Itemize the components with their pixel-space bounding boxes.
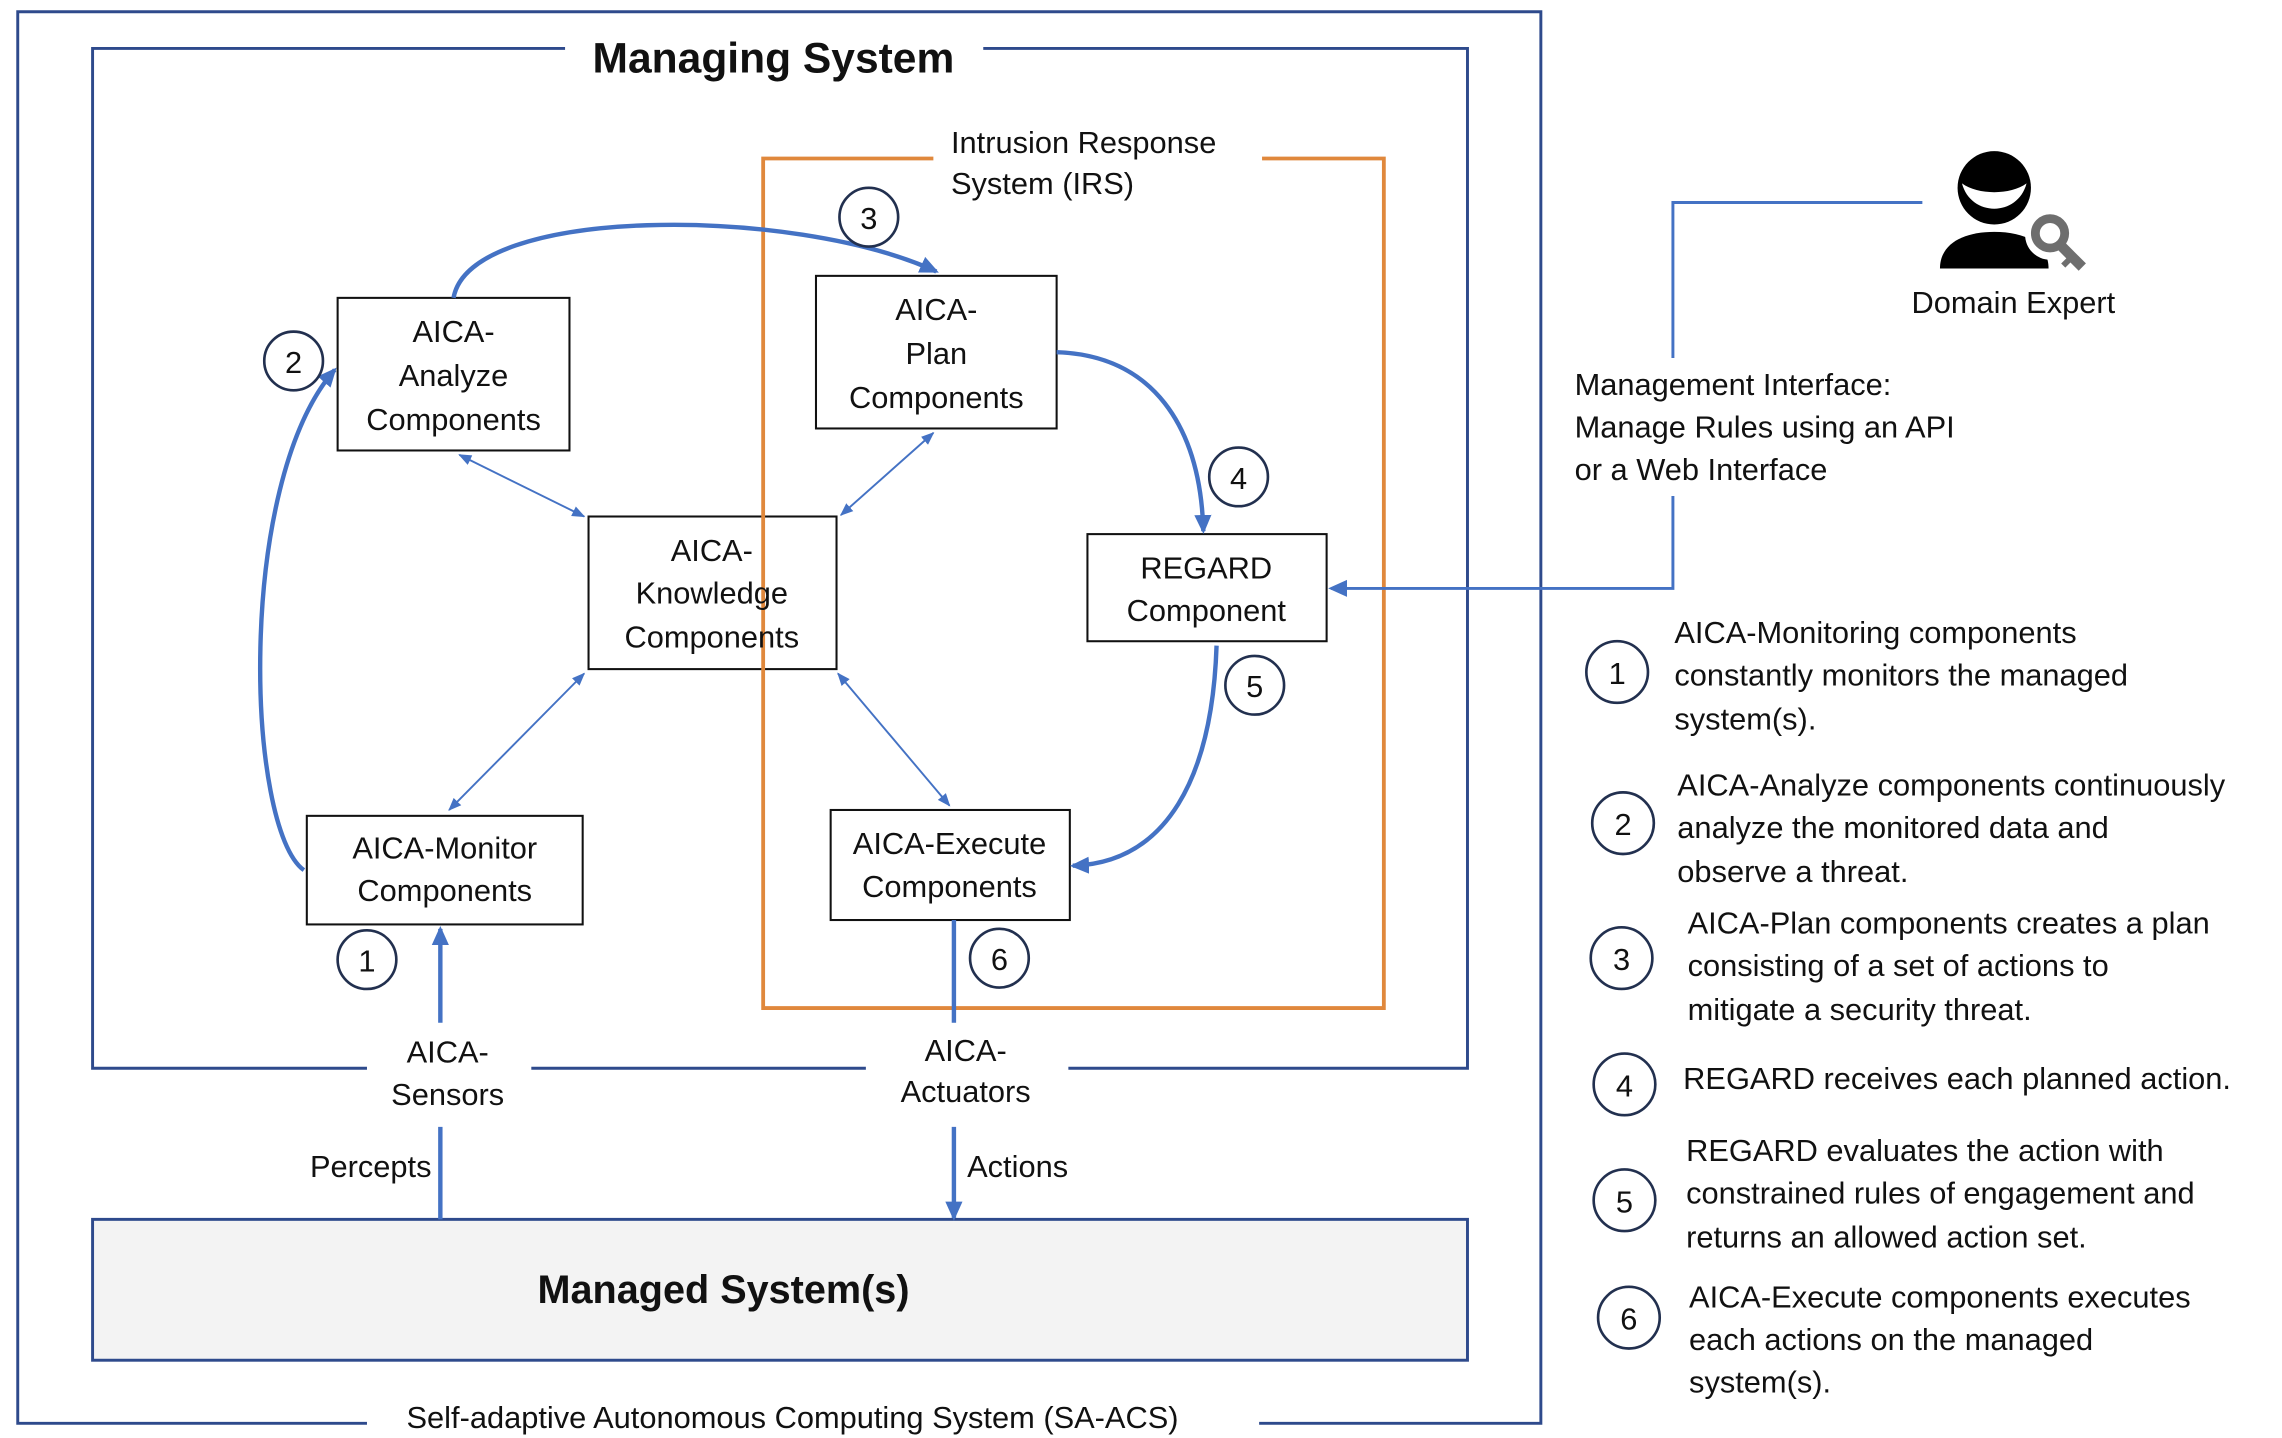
legend-number: 2	[1614, 807, 1631, 842]
actions-label: Actions	[967, 1149, 1068, 1184]
plan-component-label: Plan	[905, 336, 967, 371]
management-interface-label: Management Interface:	[1575, 367, 1892, 402]
legend-number: 6	[1620, 1302, 1637, 1337]
monitor-component-box	[305, 814, 584, 926]
monitor-component-label: AICA-Monitor	[352, 831, 537, 866]
legend-text-line: observe a threat.	[1677, 854, 1908, 889]
step-marker-number: 2	[285, 345, 302, 380]
legend-text-line: AICA-Monitoring components	[1674, 615, 2076, 650]
analyze-component-label: Analyze	[399, 358, 509, 393]
irs-label-line: Intrusion Response	[951, 125, 1216, 160]
knowledge-component-label: Knowledge	[636, 575, 788, 610]
monitor-component-label: Components	[357, 873, 532, 908]
legend-number: 4	[1616, 1068, 1633, 1103]
step-marker-4: 4	[1207, 446, 1270, 508]
legend-number: 1	[1609, 656, 1626, 691]
legend-text-line: REGARD evaluates the action with	[1686, 1133, 2164, 1168]
management-interface-label: or a Web Interface	[1575, 452, 1828, 487]
legend-text-line: system(s).	[1689, 1365, 1831, 1400]
managing-system-title: Managing System	[593, 35, 955, 83]
legend-text-line: mitigate a security threat.	[1688, 992, 2032, 1027]
execute-component-label: Components	[862, 869, 1037, 904]
legend-item-3: 3 AICA-Plan components creates a plan co…	[1589, 905, 2210, 1027]
knowledge-component-box	[587, 515, 838, 671]
legend-text-line: consisting of a set of actions to	[1688, 948, 2109, 983]
plan-to-regard-arrow	[1056, 349, 1212, 535]
managed-system-title: Managed System(s)	[538, 1268, 910, 1312]
legend-item-6: 6 AICA-Execute components executes each …	[1596, 1280, 2191, 1400]
regard-component-label: REGARD	[1140, 550, 1272, 585]
plan-component-label: AICA-	[895, 292, 977, 327]
step-marker-number: 4	[1230, 461, 1247, 496]
execute-component-label: AICA-Execute	[853, 826, 1046, 861]
managing-system-boundary	[91, 46, 1469, 1070]
actuators-label: Actuators	[901, 1074, 1031, 1109]
legend-item-1: 1 AICA-Monitoring components constantly …	[1585, 615, 2128, 737]
managed-system-box	[91, 1217, 1469, 1362]
legend-text-line: AICA-Plan components creates a plan	[1688, 905, 2210, 940]
step-marker-number: 3	[860, 201, 877, 236]
execute-component-box	[829, 808, 1071, 922]
step-marker-number: 1	[358, 944, 375, 979]
irs-boundary	[761, 156, 1386, 1010]
legend-number: 5	[1616, 1184, 1633, 1219]
analyze-knowledge-link	[458, 454, 586, 518]
step-marker-number: 5	[1246, 669, 1263, 704]
legend-text-line: AICA-Analyze components continuously	[1677, 768, 2225, 803]
legend-text-line: REGARD receives each planned action.	[1683, 1061, 2231, 1096]
legend-item-5: 5 REGARD evaluates the action with const…	[1592, 1133, 2195, 1254]
management-interface-line	[1671, 201, 1923, 359]
regard-component-label: Component	[1127, 593, 1287, 628]
percepts-label: Percepts	[310, 1149, 432, 1184]
step-marker-2: 2	[262, 330, 325, 392]
step-marker-5: 5	[1224, 654, 1286, 716]
monitor-knowledge-link	[448, 672, 586, 811]
analyze-component-label: AICA-	[412, 314, 494, 349]
step-marker-6: 6	[968, 927, 1031, 989]
sensors-label: Sensors	[391, 1077, 504, 1112]
knowledge-component-label: Components	[624, 619, 799, 654]
regard-component-box	[1086, 533, 1328, 643]
execute-knowledge-link	[837, 672, 951, 807]
analyze-to-plan-arrow	[451, 222, 939, 299]
user-with-key-icon	[1939, 151, 2086, 271]
legend-text-line: system(s).	[1674, 702, 1816, 737]
plan-knowledge-link	[839, 431, 935, 516]
legend-item-2: 2 AICA-Analyze components continuously a…	[1590, 768, 2226, 889]
monitor-to-analyze-arrow	[258, 367, 337, 872]
sa-acs-label: Self-adaptive Autonomous Computing Syste…	[407, 1400, 1179, 1435]
step-marker-1: 1	[336, 928, 398, 991]
knowledge-component-label: AICA-	[671, 533, 753, 568]
legend-text-line: returns an allowed action set.	[1686, 1219, 2087, 1254]
legend-number: 3	[1613, 942, 1630, 977]
management-interface-arrow	[1328, 495, 1675, 597]
legend-text-line: constantly monitors the managed	[1674, 657, 2128, 692]
analyze-component-label: Components	[366, 402, 541, 437]
legend-text-line: constrained rules of engagement and	[1686, 1175, 2194, 1210]
domain-expert-label: Domain Expert	[1911, 285, 2115, 320]
actuators-label: AICA-	[925, 1033, 1007, 1068]
step-marker-number: 6	[991, 942, 1008, 977]
regard-to-execute-arrow	[1069, 645, 1219, 874]
plan-component-box	[814, 274, 1058, 430]
management-interface-label: Manage Rules using an API	[1575, 409, 1955, 444]
legend-text-line: analyze the monitored data and	[1677, 810, 2108, 845]
legend-item-4: 4 REGARD receives each planned action.	[1592, 1052, 2231, 1117]
legend-text-line: AICA-Execute components executes	[1689, 1280, 2191, 1315]
sensors-label: AICA-	[407, 1035, 489, 1070]
legend-text-line: each actions on the managed	[1689, 1322, 2093, 1357]
plan-component-label: Components	[849, 380, 1024, 415]
sa-acs-boundary	[16, 10, 1543, 1425]
irs-label-line: System (IRS)	[951, 166, 1134, 201]
step-marker-3: 3	[838, 186, 900, 248]
